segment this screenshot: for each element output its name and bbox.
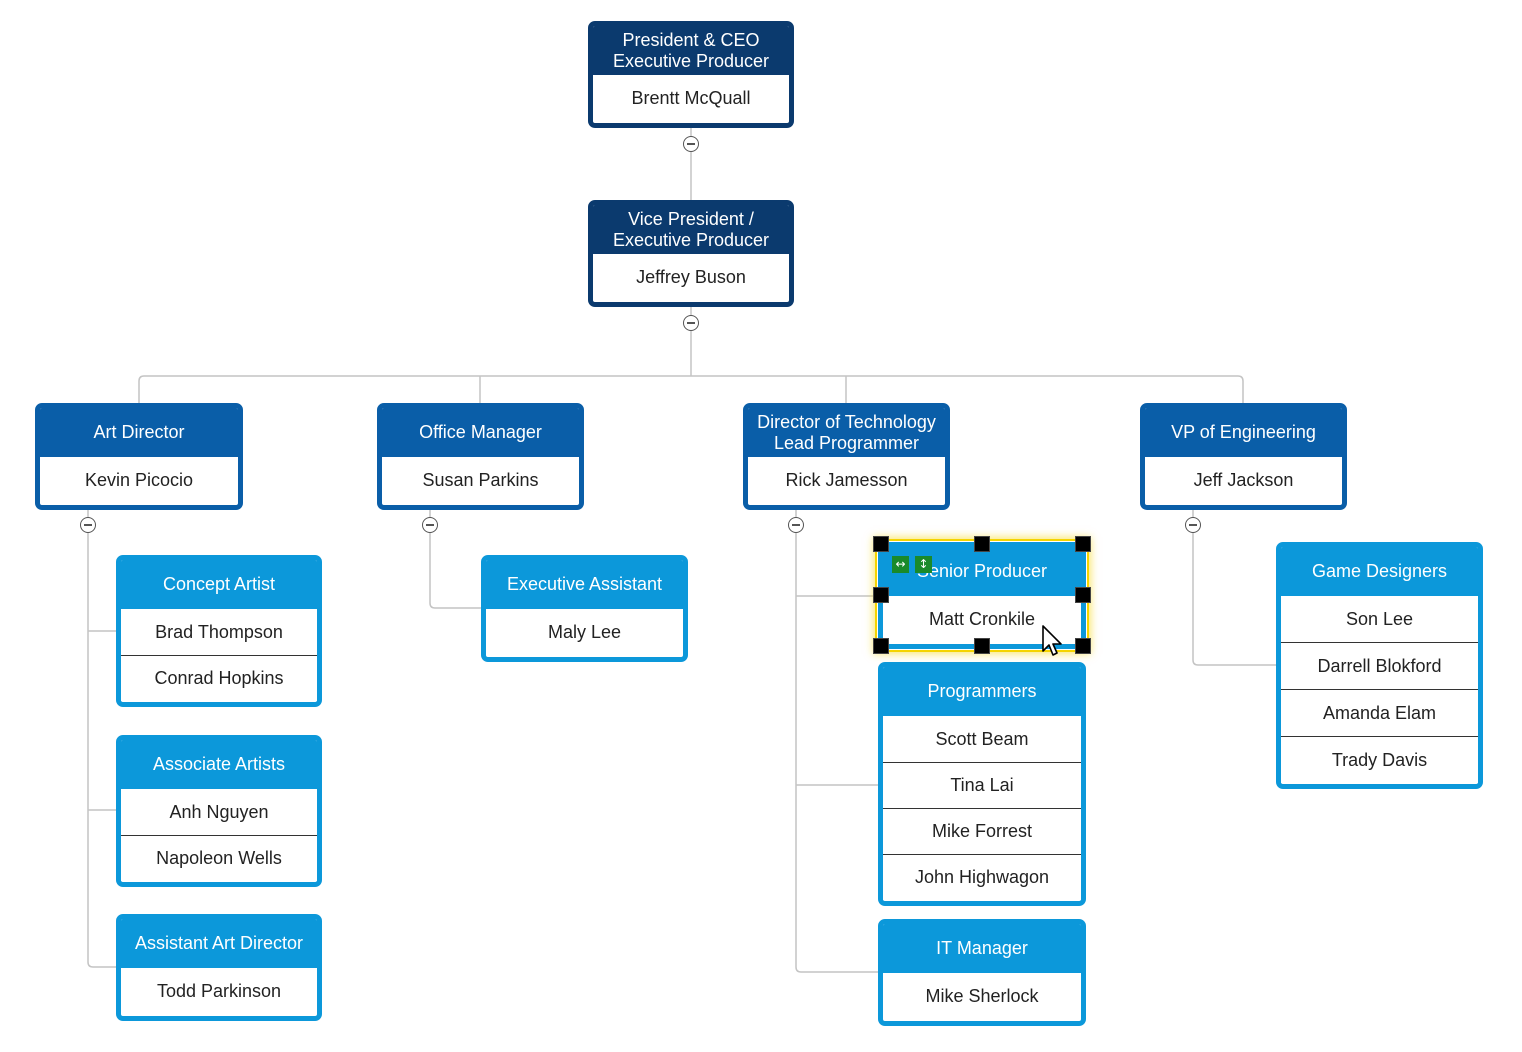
member-name: Anh Nguyen: [121, 789, 317, 835]
member-name: Amanda Elam: [1281, 689, 1478, 736]
resize-handle-top-left[interactable]: [873, 536, 889, 552]
member-name: Conrad Hopkins: [121, 655, 317, 701]
node-title: Office Manager: [382, 408, 579, 457]
org-node-concept-artist[interactable]: Concept Artist Brad Thompson Conrad Hopk…: [116, 555, 322, 707]
org-node-ceo[interactable]: President & CEO Executive Producer Brent…: [588, 21, 794, 128]
title-line: IT Manager: [936, 938, 1028, 958]
org-node-office-manager[interactable]: Office Manager Susan Parkins: [377, 403, 584, 510]
title-line: Senior Producer: [916, 561, 1048, 581]
org-node-vp-engineering[interactable]: VP of Engineering Jeff Jackson: [1140, 403, 1347, 510]
node-title: President & CEO Executive Producer: [593, 26, 789, 75]
node-title: VP of Engineering: [1145, 408, 1342, 457]
member-name: Jeff Jackson: [1145, 457, 1342, 503]
member-name: Scott Beam: [883, 716, 1081, 762]
org-node-art-director[interactable]: Art Director Kevin Picocio: [35, 403, 243, 510]
member-name: John Highwagon: [883, 854, 1081, 900]
org-node-director-of-technology[interactable]: Director of Technology Lead Programmer R…: [743, 403, 950, 510]
org-node-associate-artists[interactable]: Associate Artists Anh Nguyen Napoleon We…: [116, 735, 322, 887]
node-title: Vice President / Executive Producer: [593, 205, 789, 254]
member-name: Maly Lee: [486, 609, 683, 655]
org-node-executive-assistant[interactable]: Executive Assistant Maly Lee: [481, 555, 688, 662]
node-title: IT Manager: [883, 924, 1081, 973]
node-title: Director of Technology Lead Programmer: [748, 408, 945, 457]
resize-handle-top-right[interactable]: [1075, 536, 1091, 552]
org-node-vice-president[interactable]: Vice President / Executive Producer Jeff…: [588, 200, 794, 307]
title-line: Associate Artists: [152, 754, 286, 774]
node-title: Assistant Art Director: [121, 919, 317, 968]
collapse-toggle-office-manager[interactable]: [422, 517, 438, 533]
title-line: Director of Technology: [757, 411, 936, 432]
title-line: Executive Producer: [612, 50, 770, 71]
resize-handle-left[interactable]: [873, 587, 889, 603]
org-node-assistant-art-director[interactable]: Assistant Art Director Todd Parkinson: [116, 914, 322, 1021]
title-line: Concept Artist: [162, 574, 276, 594]
title-line: Assistant Art Director: [134, 933, 304, 953]
org-node-game-designers[interactable]: Game Designers Son Lee Darrell Blokford …: [1276, 542, 1483, 789]
resize-handle-bottom-right[interactable]: [1075, 638, 1091, 654]
title-line: President & CEO: [622, 29, 760, 50]
title-line: Game Designers: [1311, 561, 1448, 581]
collapse-toggle-director-tech[interactable]: [788, 517, 804, 533]
member-name: Trady Davis: [1281, 736, 1478, 783]
member-name: Susan Parkins: [382, 457, 579, 503]
mouse-pointer-icon: [1042, 625, 1062, 656]
resize-handle-top[interactable]: [974, 536, 990, 552]
member-name: Kevin Picocio: [40, 457, 238, 503]
collapse-toggle-art-director[interactable]: [80, 517, 96, 533]
title-line: Office Manager: [419, 422, 542, 442]
resize-vertical-icon[interactable]: ↕: [915, 556, 932, 573]
node-title: Concept Artist: [121, 560, 317, 609]
member-name: Mike Forrest: [883, 808, 1081, 854]
member-name: Jeffrey Buson: [593, 254, 789, 300]
collapse-toggle-ceo[interactable]: [683, 136, 699, 152]
node-title: Game Designers: [1281, 547, 1478, 596]
member-name: Son Lee: [1281, 596, 1478, 642]
member-name: Darrell Blokford: [1281, 642, 1478, 689]
title-line: Vice President /: [628, 208, 754, 229]
resize-handle-right[interactable]: [1075, 587, 1091, 603]
member-name: Mike Sherlock: [883, 973, 1081, 1019]
member-name: Napoleon Wells: [121, 835, 317, 881]
title-line: Lead Programmer: [773, 432, 920, 453]
node-title: Programmers: [883, 667, 1081, 716]
node-title: Executive Assistant: [486, 560, 683, 609]
title-line: Programmers: [927, 681, 1037, 701]
title-line: Executive Assistant: [506, 574, 663, 594]
member-name: Rick Jamesson: [748, 457, 945, 503]
resize-horizontal-icon[interactable]: ↔: [892, 556, 909, 573]
title-line: Art Director: [93, 422, 185, 442]
resize-handle-bottom-left[interactable]: [873, 638, 889, 654]
member-name: Brentt McQuall: [593, 75, 789, 121]
resize-handle-bottom[interactable]: [974, 638, 990, 654]
node-title: Associate Artists: [121, 740, 317, 789]
org-node-programmers[interactable]: Programmers Scott Beam Tina Lai Mike For…: [878, 662, 1086, 906]
node-title: Art Director: [40, 408, 238, 457]
member-name: Todd Parkinson: [121, 968, 317, 1014]
collapse-toggle-vp-engineering[interactable]: [1185, 517, 1201, 533]
member-name: Brad Thompson: [121, 609, 317, 655]
title-line: Executive Producer: [612, 229, 770, 250]
title-line: VP of Engineering: [1171, 422, 1316, 442]
org-node-it-manager[interactable]: IT Manager Mike Sherlock: [878, 919, 1086, 1026]
member-name: Tina Lai: [883, 762, 1081, 808]
collapse-toggle-vp[interactable]: [683, 315, 699, 331]
